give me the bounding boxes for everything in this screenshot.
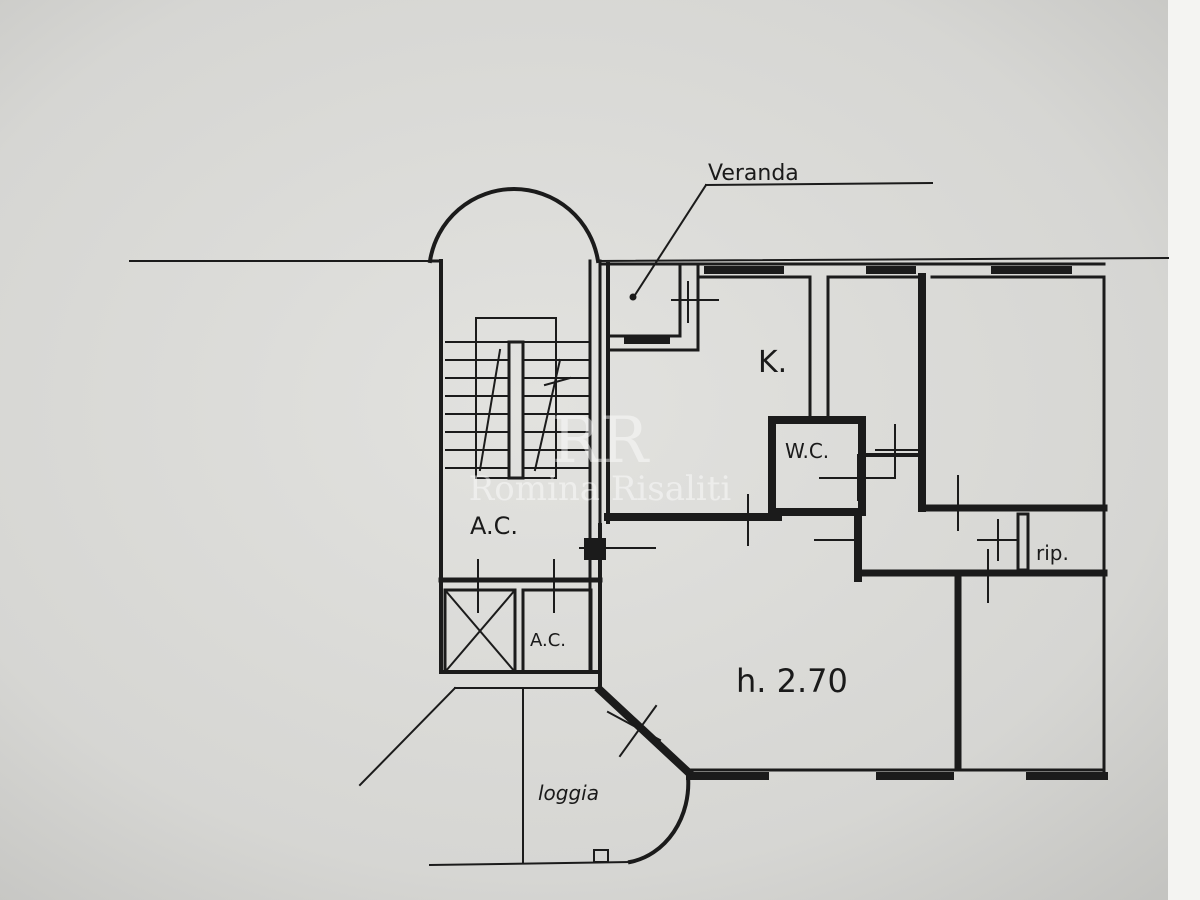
veranda-leader <box>633 183 708 297</box>
loggia-arc <box>627 773 691 865</box>
storage-partition <box>1016 512 1030 572</box>
label-wc: W.C. <box>785 439 829 463</box>
paper-edge <box>1168 0 1200 900</box>
watermark-name: Romina Risaliti <box>469 469 732 509</box>
label-kitchen: K. <box>758 345 787 380</box>
lift-cross-2 <box>443 588 517 674</box>
label-veranda: Veranda <box>708 161 799 186</box>
stair-apse <box>427 187 601 264</box>
entrance-door <box>584 538 606 560</box>
label-loggia: loggia <box>538 781 599 805</box>
label-height: h. 2.70 <box>736 662 848 700</box>
loggia-diagonal <box>358 686 457 787</box>
door-marks <box>459 281 1019 758</box>
label-ac-main: A.C. <box>470 512 518 540</box>
stair-treads <box>445 341 589 469</box>
walls <box>129 181 1170 867</box>
stair-arrows <box>478 348 572 472</box>
veranda-pointer-dot <box>629 293 637 301</box>
boundary-line-right <box>596 256 1170 263</box>
veranda-underline <box>704 181 934 187</box>
wc-room <box>768 416 866 516</box>
label-rip: rip. <box>1036 541 1069 565</box>
label-ac-small: A.C. <box>530 630 566 651</box>
watermark-monogram: RR <box>552 404 650 478</box>
stair-core <box>507 340 525 480</box>
